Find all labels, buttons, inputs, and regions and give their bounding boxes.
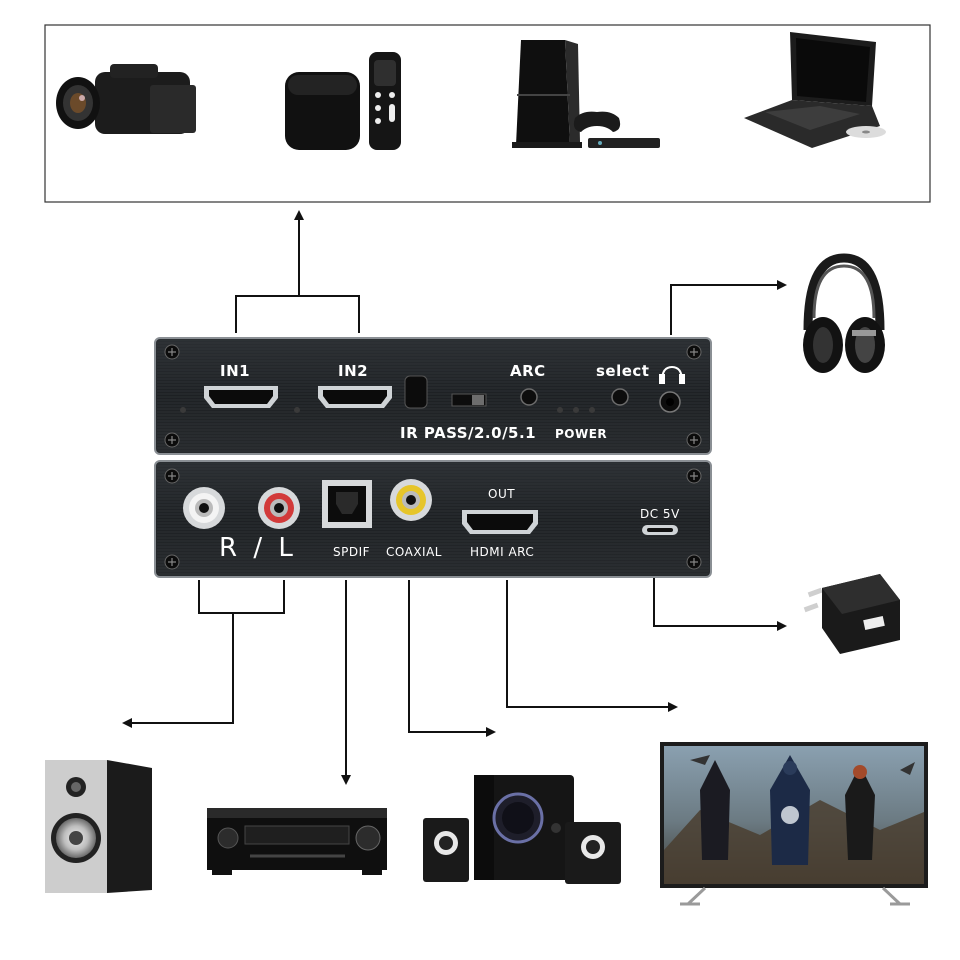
out-label: OUT <box>488 487 516 501</box>
hdmi-arc-label: HDMI ARC <box>470 545 535 559</box>
hdmi-out-port <box>462 510 538 534</box>
select-label: select <box>596 362 650 380</box>
rca-left-port <box>258 487 300 529</box>
input-connector-lines <box>235 210 360 333</box>
hdmi-out-connector-line <box>506 580 678 712</box>
television-icon <box>660 742 928 906</box>
headphones-icon <box>803 253 885 373</box>
bookshelf-speaker-icon <box>45 760 152 893</box>
in1-label: IN1 <box>220 362 251 380</box>
rl-connector-line <box>122 580 285 728</box>
ir-sensor <box>404 375 428 409</box>
power-label: POWER <box>555 427 608 441</box>
headphone-symbol-icon <box>659 365 685 384</box>
camcorder-icon <box>56 64 196 134</box>
hdmi-in2-port <box>318 386 392 408</box>
hdmi-in1-port <box>204 386 278 408</box>
coaxial-label: COAXIAL <box>386 545 442 559</box>
remote-icon <box>369 52 401 150</box>
speaker-system-icon <box>423 775 621 884</box>
power-adapter-icon <box>803 574 900 654</box>
spdif-label: SPDIF <box>333 545 371 559</box>
laptop-icon <box>744 32 886 148</box>
back-panel <box>154 460 712 578</box>
spdif-port <box>322 480 372 528</box>
power-connector-line <box>653 578 787 631</box>
media-box-icon <box>285 72 360 150</box>
coaxial-port <box>390 479 432 521</box>
mode-switch[interactable] <box>451 393 487 407</box>
headphone-connector-line <box>670 280 787 335</box>
select-button[interactable] <box>611 388 629 406</box>
game-console-icon <box>512 40 660 148</box>
rl-label: R / L <box>219 533 297 563</box>
arc-button[interactable] <box>520 388 538 406</box>
front-panel <box>154 337 712 455</box>
av-receiver-icon <box>207 808 387 875</box>
ir-pass-label: IR PASS/2.0/5.1 <box>400 424 537 442</box>
in2-label: IN2 <box>338 362 369 380</box>
arc-label: ARC <box>510 362 546 380</box>
coaxial-connector-line <box>408 580 496 737</box>
dc5v-label: DC 5V <box>640 507 680 521</box>
rca-right-port <box>183 487 225 529</box>
